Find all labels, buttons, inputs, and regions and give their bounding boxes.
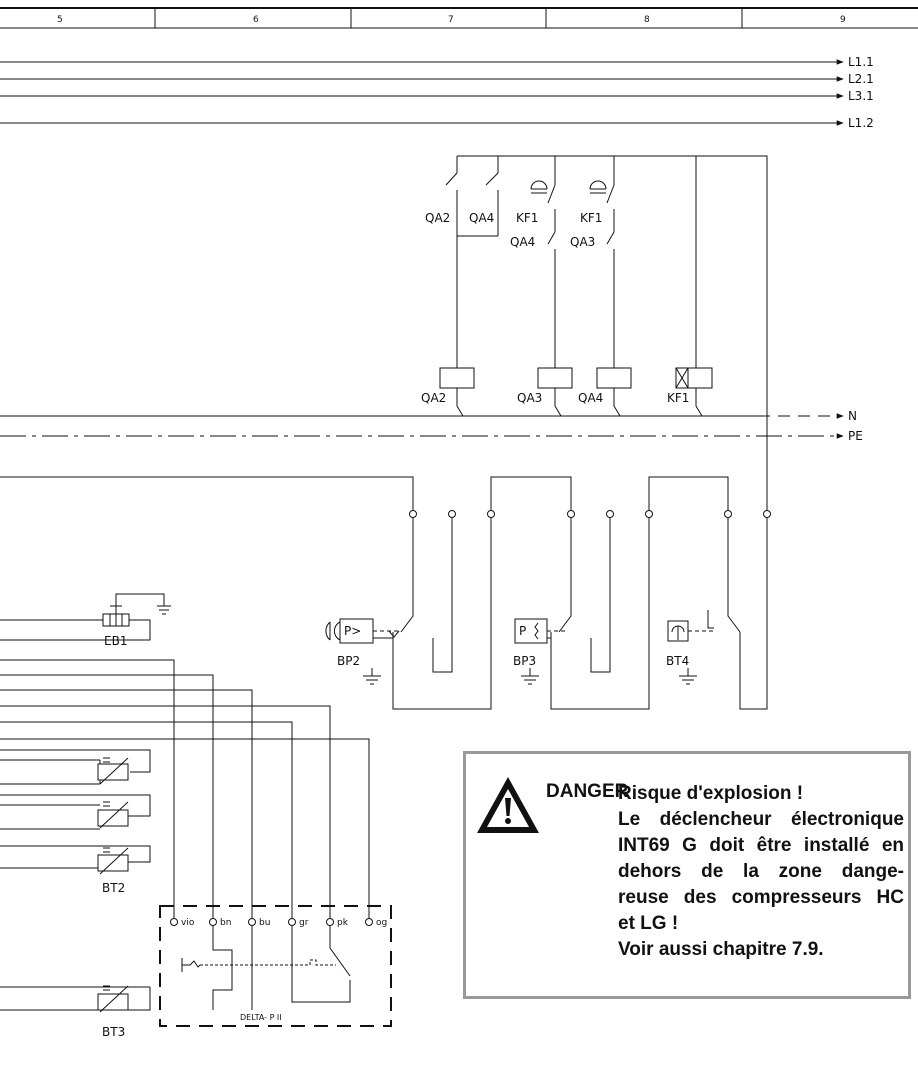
danger-line: et LG ! (618, 913, 679, 934)
contact-label-qa3: QA3 (570, 235, 595, 249)
danger-line: Risque d'explosion ! (618, 783, 804, 804)
coil-label-kf1: KF1 (667, 391, 689, 405)
coil-label-qa4: QA4 (578, 391, 603, 405)
label-l31: L3.1 (848, 89, 874, 103)
sensors (0, 749, 151, 1013)
delta-terminal-label: gr (299, 918, 309, 928)
delta-terminal-label: bu (259, 918, 270, 928)
thermostat-bt4 (667, 518, 768, 710)
column-number: 8 (644, 15, 650, 25)
bp2-symbol-text: P> (344, 624, 361, 638)
pressure-switch-bp3 (514, 518, 650, 710)
supply-lines (0, 59, 844, 126)
label-l21: L2.1 (848, 72, 874, 86)
coil-label-qa3: QA3 (517, 391, 542, 405)
column-ruler (0, 7, 918, 29)
contact-label-qa4: QA4 (469, 211, 494, 225)
warning-triangle-icon (477, 777, 539, 833)
label-pe: PE (848, 429, 863, 443)
contact-label-qa2: QA2 (425, 211, 450, 225)
contact-label-qa4b: QA4 (510, 235, 535, 249)
delta-terminal-label: pk (337, 918, 349, 928)
label-n: N (848, 409, 857, 423)
pressure-switch-bp2 (325, 518, 492, 710)
contact-label-kf1a: KF1 (516, 211, 538, 225)
delta-terminal-labels: vio bn bu gr pk og (181, 918, 387, 928)
delta-terminal-label: bn (220, 918, 231, 928)
heater-eb1 (0, 593, 171, 641)
device-label-bp2: BP2 (337, 654, 360, 668)
contact-label-kf1b: KF1 (580, 211, 602, 225)
column-number: 7 (448, 15, 454, 25)
bp3-symbol-text: P (519, 624, 526, 638)
danger-line: Le déclencheur électronique (618, 809, 904, 830)
device-label-bt4: BT4 (666, 654, 689, 668)
terminal-row (0, 476, 771, 518)
device-label-bt3: BT3 (102, 1025, 125, 1039)
label-l11: L1.1 (848, 55, 874, 69)
coil-label-qa2: QA2 (421, 391, 446, 405)
column-numbers: 5 6 7 8 9 (57, 15, 846, 25)
danger-message: Risque d'explosion ! Le déclencheur élec… (618, 781, 904, 963)
danger-line: Voir aussi chapitre 7.9. (618, 939, 824, 960)
column-number: 9 (840, 15, 846, 25)
danger-notice: DANGER Risque d'explosion ! Le déclenche… (463, 751, 911, 999)
control-circuit (439, 155, 768, 510)
danger-heading: DANGER (546, 781, 629, 802)
column-number: 5 (57, 15, 63, 25)
column-number: 6 (253, 15, 259, 25)
label-l12: L1.2 (848, 116, 874, 130)
danger-line: reuse des compresseurs HC (618, 887, 904, 908)
device-label-eb1: EB1 (104, 634, 127, 648)
signal-wires (0, 659, 370, 918)
delta-terminal-label: og (376, 918, 387, 928)
delta-p-box (159, 905, 392, 1027)
device-label-bp3: BP3 (513, 654, 536, 668)
delta-terminal-label: vio (181, 918, 195, 928)
danger-line: dehors de la zone dange- (618, 861, 904, 882)
delta-title: DELTA- P II (240, 1013, 282, 1022)
device-label-bt2: BT2 (102, 881, 125, 895)
danger-line: INT69 G doit être installé en (618, 835, 904, 856)
